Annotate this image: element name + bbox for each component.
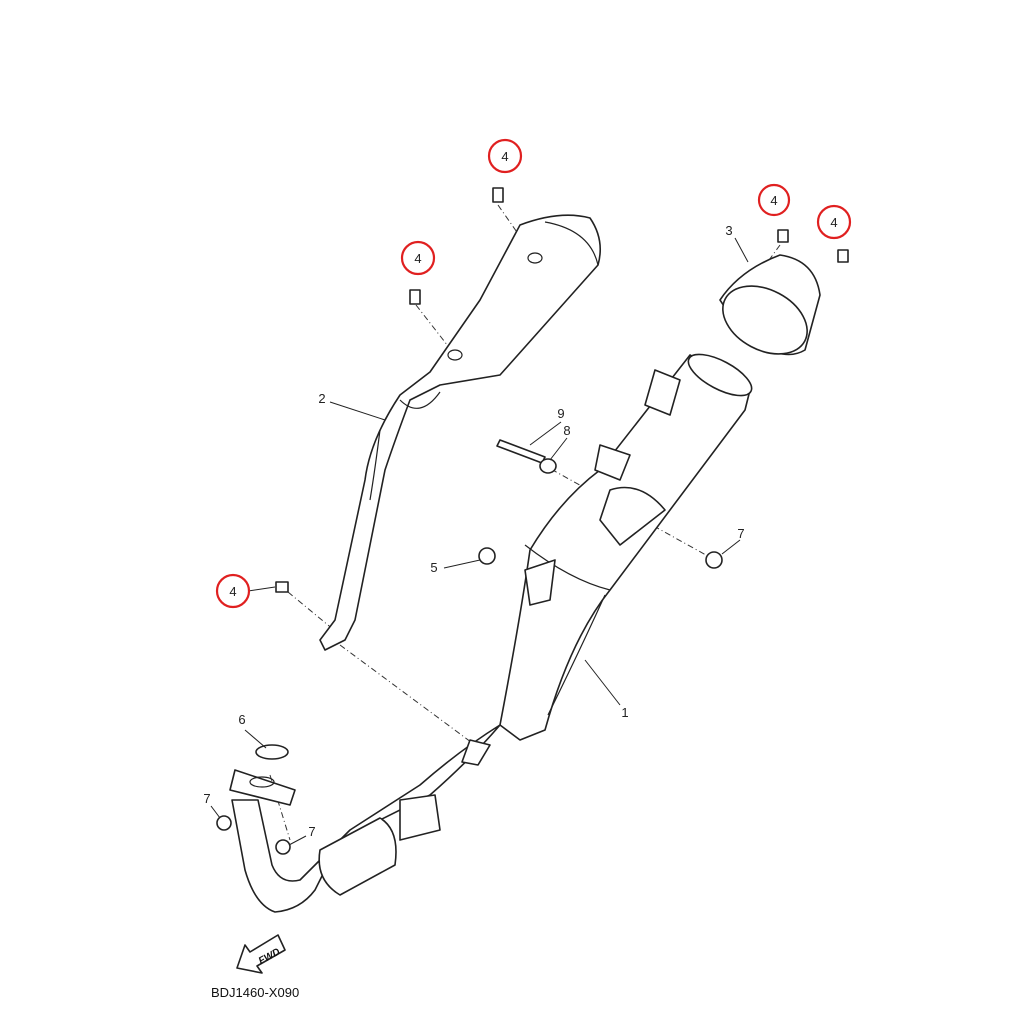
gasket-part-6	[255, 744, 289, 760]
heat-shield-part-2	[319, 214, 601, 651]
callout-7[interactable]: 7	[308, 824, 315, 839]
nut-part-7	[216, 815, 232, 831]
bolt-part-4	[492, 187, 504, 203]
nut-part-7	[705, 551, 723, 569]
svg-text:4: 4	[770, 193, 777, 208]
callout-7[interactable]: 7	[203, 791, 210, 806]
fwd-arrow-icon: FWD	[236, 934, 286, 974]
callout-8[interactable]: 8	[563, 423, 570, 438]
callout-7[interactable]: 7	[737, 526, 744, 541]
callout-5[interactable]: 5	[430, 560, 437, 575]
diagram-code: BDJ1460-X090	[211, 985, 299, 1000]
nut-part-7	[275, 839, 291, 855]
callout-4[interactable]: 4	[215, 573, 251, 609]
assembly-line	[339, 644, 476, 746]
svg-text:4: 4	[501, 149, 508, 164]
bolt-part-9	[496, 439, 546, 464]
grommet-part-5	[478, 547, 496, 565]
callout-4[interactable]: 4	[487, 138, 523, 174]
washer-part-8	[539, 458, 557, 474]
callout-6[interactable]: 6	[238, 712, 245, 727]
callout-4[interactable]: 4	[400, 240, 436, 276]
svg-text:4: 4	[229, 584, 236, 599]
bolt-part-4	[837, 249, 849, 263]
end-cap-part-3	[719, 254, 821, 356]
callout-4[interactable]: 4	[757, 183, 791, 217]
bolt-part-4	[777, 229, 789, 243]
callout-9[interactable]: 9	[557, 406, 564, 421]
callout-1[interactable]: 1	[621, 705, 628, 720]
assembly-line	[269, 774, 291, 841]
callout-2[interactable]: 2	[318, 391, 325, 406]
bolt-part-4	[275, 581, 289, 593]
callout-4[interactable]: 4	[816, 204, 852, 240]
bolt-part-4	[409, 289, 421, 305]
svg-text:4: 4	[414, 251, 421, 266]
muffler-part-1	[229, 353, 753, 913]
callout-3[interactable]: 3	[725, 223, 732, 238]
svg-text:4: 4	[830, 215, 837, 230]
